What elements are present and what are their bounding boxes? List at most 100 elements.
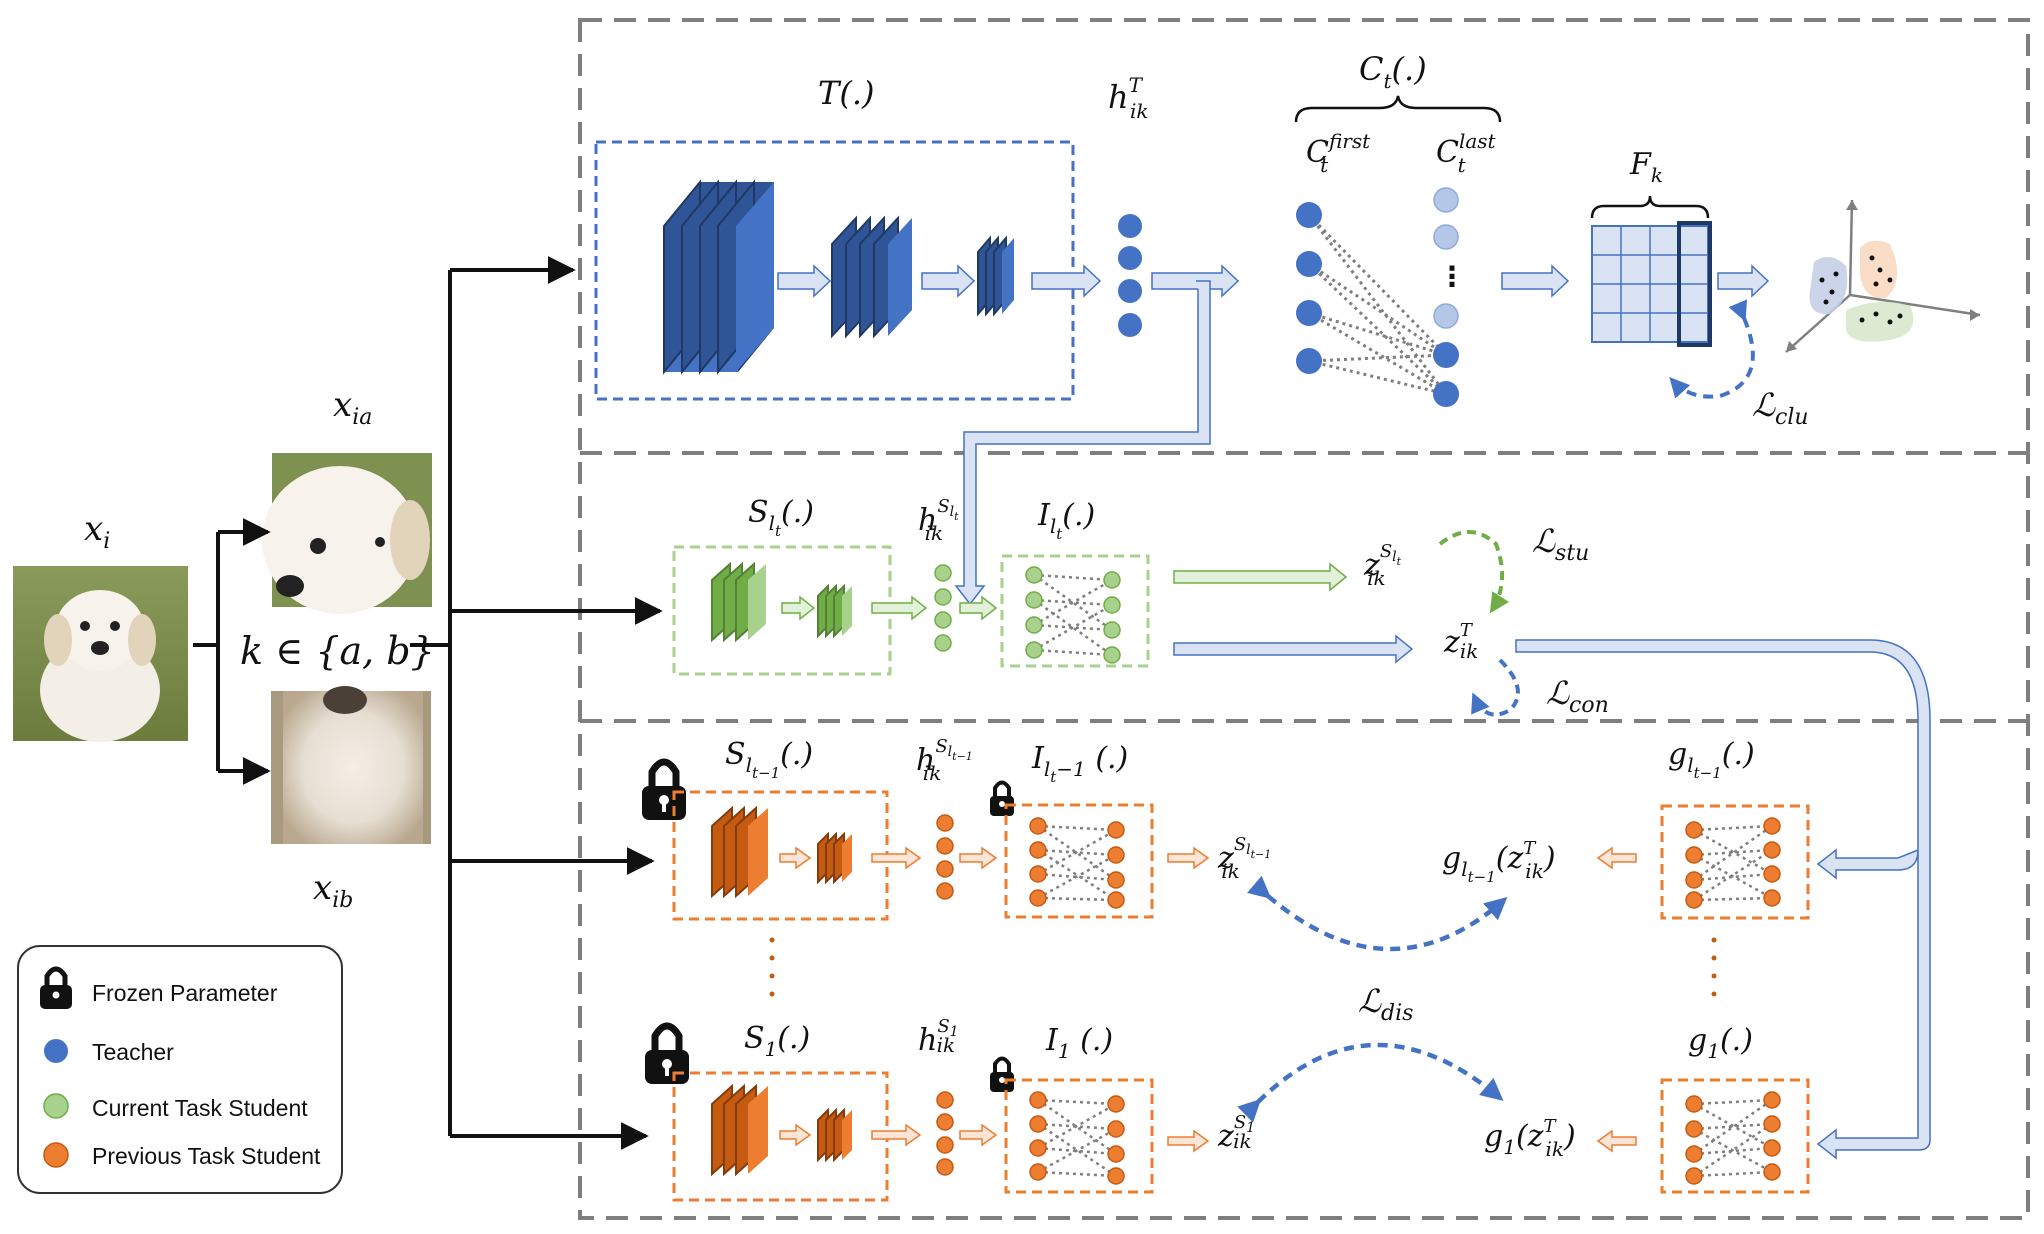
cluster-output-nodes: ⋮ <box>1433 187 1466 407</box>
g-prev-nodes <box>1685 817 1781 909</box>
s1-conv-stack-2 <box>817 1107 852 1163</box>
brace-cluster <box>1294 95 1502 123</box>
section-teacher <box>578 18 2030 1220</box>
teacher-conv-stack-3 <box>977 235 1014 317</box>
prev-projector-box <box>1004 803 1154 919</box>
student-conv-stack-2 <box>817 583 852 639</box>
label-prev-fn: Slt−1(.) <box>725 737 813 782</box>
label-g1-fn: g1(.) <box>1688 1023 1753 1063</box>
label-loss-dis: ℒdis <box>1358 982 1413 1026</box>
legend-teacher-dot <box>44 1039 68 1063</box>
legend-current-label: Current Task Student <box>92 1095 308 1121</box>
lock-icon-prev-proj <box>990 780 1014 816</box>
hollow-arrows-teacher <box>777 264 1770 298</box>
prev-conv-stack-2 <box>817 831 852 885</box>
cluster-connections <box>1307 213 1448 396</box>
g1-nodes <box>1685 1091 1781 1185</box>
student-projector-box <box>1000 554 1150 668</box>
s1-conv-stack-1 <box>711 1083 768 1177</box>
arrow-t1 <box>777 264 832 298</box>
label-k-set: k ∈ {a, b} <box>240 629 435 673</box>
loss-dis-arc-top <box>1247 875 1508 952</box>
arrow-t2 <box>921 264 976 298</box>
legend-teacher-label: Teacher <box>92 1039 174 1065</box>
ellipsis-left <box>769 937 775 997</box>
image-xib <box>271 686 431 844</box>
legend-box <box>17 945 343 1194</box>
arrow-t6 <box>1717 264 1770 298</box>
fk-matrix <box>1591 221 1712 347</box>
section-boxes <box>578 18 2030 1220</box>
arrow-teacher-proj-to-z <box>1173 634 1414 664</box>
label-s1-fn: S1(.) <box>744 1021 810 1061</box>
prev-feature-nodes <box>936 814 954 900</box>
cluster-input-nodes <box>1296 202 1322 374</box>
label-loss-con: ℒcon <box>1546 674 1609 718</box>
student-conv-stack-1 <box>711 561 766 643</box>
teacher-conv-stack-1 <box>663 179 774 375</box>
g1-box <box>1660 1078 1810 1194</box>
label-teacher-fn: T(.) <box>818 74 874 112</box>
g1-links <box>1693 1098 1773 1178</box>
teacher-feature-nodes <box>1118 214 1142 337</box>
arrow-teacher-to-student <box>954 280 1211 606</box>
arrow-t5 <box>1501 264 1570 298</box>
svg-text:⋮: ⋮ <box>1438 260 1466 293</box>
prev-projector-nodes <box>1029 817 1125 909</box>
legend-frozen-label: Frozen Parameter <box>92 980 278 1006</box>
label-xia: xia <box>333 385 372 430</box>
image-xi <box>13 566 188 742</box>
student-projector-links <box>1033 573 1113 657</box>
g-prev-box <box>1660 804 1810 920</box>
i1-projector-nodes <box>1029 1091 1125 1185</box>
loss-clu-arc <box>1669 299 1755 399</box>
legend-previous-label: Previous Task Student <box>92 1143 321 1169</box>
hollow-arrows-student <box>781 562 1348 621</box>
lock-icon-s1-proj <box>990 1056 1014 1092</box>
routing-arrows <box>193 256 663 1150</box>
legend: Frozen Parameter Teacher Current Task St… <box>17 945 343 1194</box>
label-cluster-head: Ct(.) <box>1359 50 1427 93</box>
student-projector-nodes <box>1025 566 1121 664</box>
image-xia <box>262 453 432 614</box>
legend-previous-dot <box>43 1142 69 1168</box>
student-feature-nodes <box>934 564 952 652</box>
label-xi: xi <box>84 509 110 554</box>
legend-lock-icon <box>40 966 72 1009</box>
i1-projector-box <box>1004 1078 1154 1194</box>
label-stu-proj: Ilt(.) <box>1037 498 1095 543</box>
label-prev-proj: Ilt−1 (.) <box>1031 741 1128 786</box>
s1-feature-nodes <box>936 1091 954 1176</box>
label-fk: Fk <box>1629 147 1663 187</box>
legend-current-dot <box>43 1093 69 1119</box>
cluster-scatter-3d <box>1785 199 1981 353</box>
label-stu-fn: Slt(.) <box>748 495 814 540</box>
label-g-prev-fn: glt−1(.) <box>1668 737 1755 782</box>
arrow-t3 <box>1031 264 1102 298</box>
lock-icon-s1-enc <box>645 1022 689 1084</box>
brace-fk <box>1590 195 1710 219</box>
loss-con-arc <box>1471 658 1520 717</box>
g-prev-links <box>1693 824 1773 902</box>
loss-stu-arc <box>1438 530 1510 614</box>
prev-projector-links <box>1037 824 1117 902</box>
label-loss-stu: ℒstu <box>1532 522 1589 566</box>
arrow-t4 <box>1151 264 1240 298</box>
label-xib: xib <box>313 868 353 913</box>
arrow-zT-to-g <box>1515 639 1931 1160</box>
teacher-conv-stack-2 <box>831 215 912 339</box>
loss-dis-arc-bottom <box>1237 1042 1504 1123</box>
label-i1-fn: I1 (.) <box>1045 1023 1113 1063</box>
